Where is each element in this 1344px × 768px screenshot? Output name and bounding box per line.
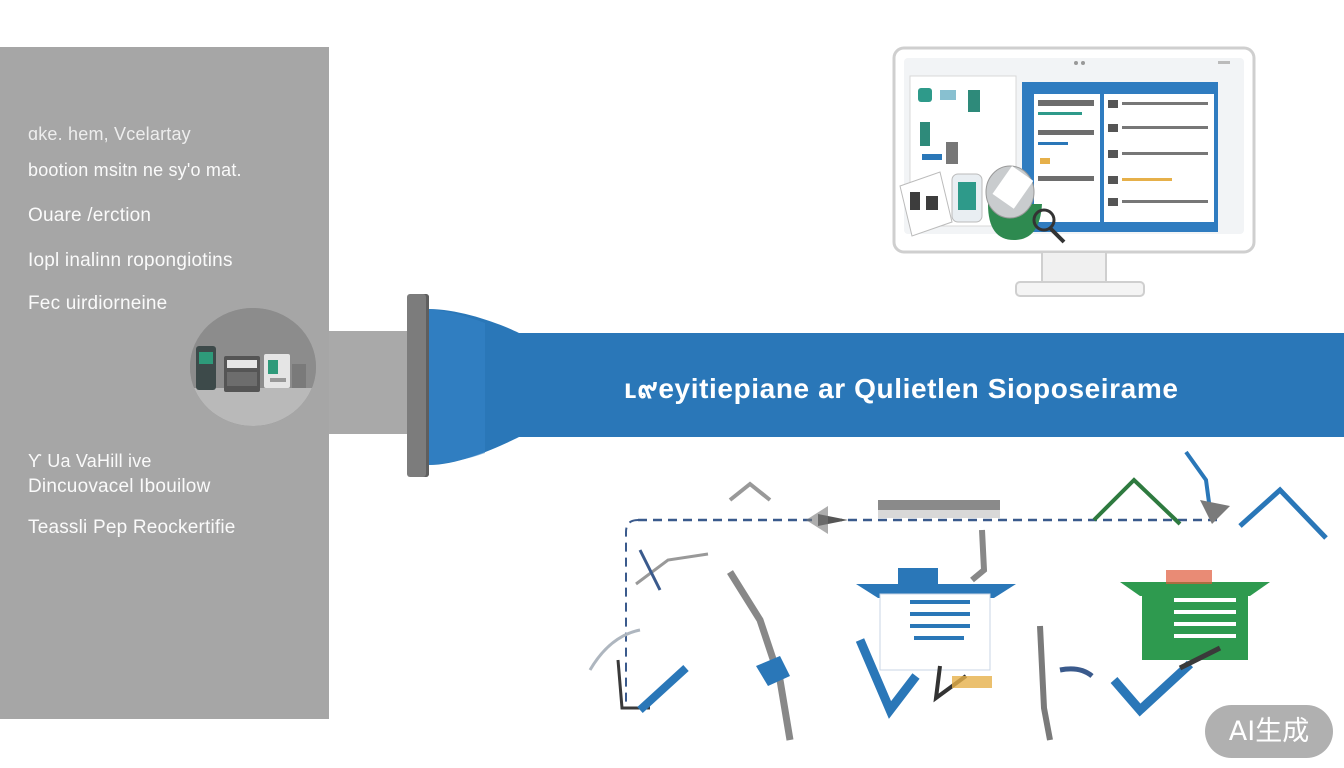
connector-pipe (329, 331, 409, 434)
monitor-illustration (892, 46, 1256, 297)
workflow-diagram (588, 450, 1328, 741)
panel-text-line-8: Teassli Pep Reockertifie (28, 517, 236, 538)
panel-text-line-3: Ouare /erction (28, 205, 152, 226)
devices-badge (190, 308, 316, 426)
panel-text-line-7: Dincuovacel Ibouilow (28, 476, 211, 497)
connector-flange (407, 294, 429, 477)
banner-title: ʟ๙eyitiepiane ar Qulietlen Sioposeirame (624, 373, 1179, 404)
panel-text-line-2: bootion msitn ne sy'o mat. (28, 160, 242, 180)
ai-generated-badge: AI生成 (1205, 705, 1333, 758)
panel-text-line-4: Iopl inalinn ropongiotins (28, 250, 233, 271)
devices-icon (190, 308, 316, 426)
title-banner (429, 309, 1344, 465)
panel-text-line-1: ɑke. hem, Vcelartay (28, 124, 191, 144)
panel-text-line-6: Ƴ Ua VaHill ive (28, 451, 152, 471)
panel-text-line-5: Fec uirdiorneine (28, 293, 168, 314)
